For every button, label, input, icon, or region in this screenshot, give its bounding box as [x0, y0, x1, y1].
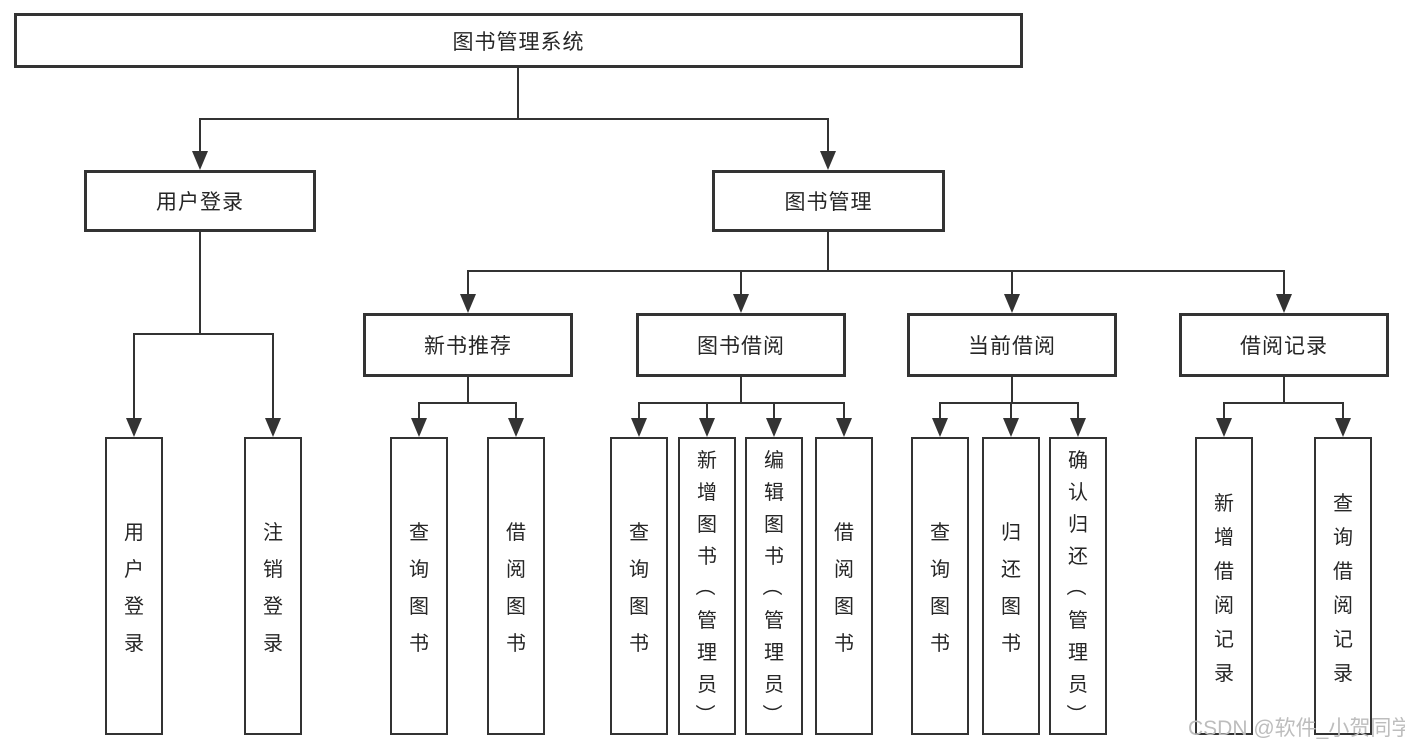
node-new-book-recommendation-label: 新书推荐	[424, 335, 512, 358]
node-leaf-add-borrow-record-label: 新增借阅记录	[1214, 492, 1234, 685]
arrow-down-icon	[836, 418, 852, 437]
node-new-book-recommendation: 新书推荐	[363, 313, 573, 377]
node-root-label: 图书管理系统	[452, 30, 585, 54]
arrow-down-icon	[1004, 294, 1020, 313]
node-current-borrowing: 当前借阅	[907, 313, 1117, 377]
watermark: CSDN @软件_小贺同学	[1188, 717, 1405, 740]
node-borrowing-records-label: 借阅记录	[1240, 335, 1328, 358]
node-leaf-return-books-label: 归还图书	[1001, 522, 1021, 655]
arrow-down-icon	[1335, 418, 1351, 437]
arrow-down-icon	[699, 418, 715, 437]
arrow-down-icon	[631, 418, 647, 437]
node-leaf-borrow-books-borrowing-label: 借阅图书	[834, 522, 854, 655]
node-leaf-logout-label: 注销登录	[263, 522, 283, 655]
node-book-borrowing: 图书借阅	[636, 313, 846, 377]
node-leaf-add-book-admin: 新增图书（管理员）	[678, 437, 736, 735]
connector-book-management-split	[467, 231, 1285, 297]
node-leaf-add-borrow-record: 新增借阅记录	[1195, 437, 1253, 735]
arrow-down-icon	[192, 151, 208, 170]
node-leaf-query-borrow-record-label: 查询借阅记录	[1333, 492, 1353, 685]
connector-new-book-split	[418, 376, 517, 421]
connector-book-borrowing-split	[638, 376, 845, 421]
node-leaf-return-books: 归还图书	[982, 437, 1040, 735]
node-leaf-confirm-return-admin-label: 确认归还（管理员）	[1064, 449, 1089, 725]
node-leaf-user-login: 用户登录	[105, 437, 163, 735]
connector-user-login-split	[133, 231, 274, 421]
node-leaf-query-books-recommend-label: 查询图书	[409, 522, 429, 655]
node-leaf-borrow-books-recommend: 借阅图书	[487, 437, 545, 735]
node-leaf-query-borrow-record: 查询借阅记录	[1314, 437, 1372, 735]
node-leaf-query-books-recommend: 查询图书	[390, 437, 448, 735]
node-leaf-edit-book-admin: 编辑图书（管理员）	[745, 437, 803, 735]
node-leaf-query-books-borrowing-label: 查询图书	[629, 522, 649, 655]
arrow-down-icon	[1276, 294, 1292, 313]
arrow-down-icon	[820, 151, 836, 170]
node-user-login: 用户登录	[84, 170, 316, 232]
node-user-login-label: 用户登录	[156, 191, 244, 214]
arrow-down-icon	[932, 418, 948, 437]
arrow-down-icon	[1070, 418, 1086, 437]
connector-root-to-level2	[199, 68, 829, 153]
node-leaf-borrow-books-recommend-label: 借阅图书	[506, 522, 526, 655]
node-borrowing-records: 借阅记录	[1179, 313, 1389, 377]
arrow-down-icon	[265, 418, 281, 437]
node-leaf-confirm-return-admin: 确认归还（管理员）	[1049, 437, 1107, 735]
arrow-down-icon	[411, 418, 427, 437]
arrow-down-icon	[1216, 418, 1232, 437]
node-leaf-user-login-label: 用户登录	[124, 522, 144, 655]
arrow-down-icon	[766, 418, 782, 437]
node-leaf-query-books-current-label: 查询图书	[930, 522, 950, 655]
arrow-down-icon	[508, 418, 524, 437]
node-leaf-query-books-current: 查询图书	[911, 437, 969, 735]
connector-current-borrowing-split	[939, 376, 1079, 421]
arrow-down-icon	[126, 418, 142, 437]
arrow-down-icon	[1003, 418, 1019, 437]
arrowheads	[126, 151, 1351, 437]
node-leaf-borrow-books-borrowing: 借阅图书	[815, 437, 873, 735]
node-book-management: 图书管理	[712, 170, 945, 232]
node-current-borrowing-label: 当前借阅	[968, 335, 1056, 358]
connector-borrowing-records-split	[1223, 376, 1344, 421]
node-leaf-add-book-admin-label: 新增图书（管理员）	[693, 449, 718, 725]
node-leaf-query-books-borrowing: 查询图书	[610, 437, 668, 735]
node-leaf-edit-book-admin-label: 编辑图书（管理员）	[760, 449, 785, 725]
node-book-borrowing-label: 图书借阅	[697, 335, 785, 358]
arrow-down-icon	[460, 294, 476, 313]
node-root: 图书管理系统	[14, 13, 1023, 68]
arrow-down-icon	[733, 294, 749, 313]
node-leaf-logout: 注销登录	[244, 437, 302, 735]
node-book-management-label: 图书管理	[784, 191, 873, 214]
